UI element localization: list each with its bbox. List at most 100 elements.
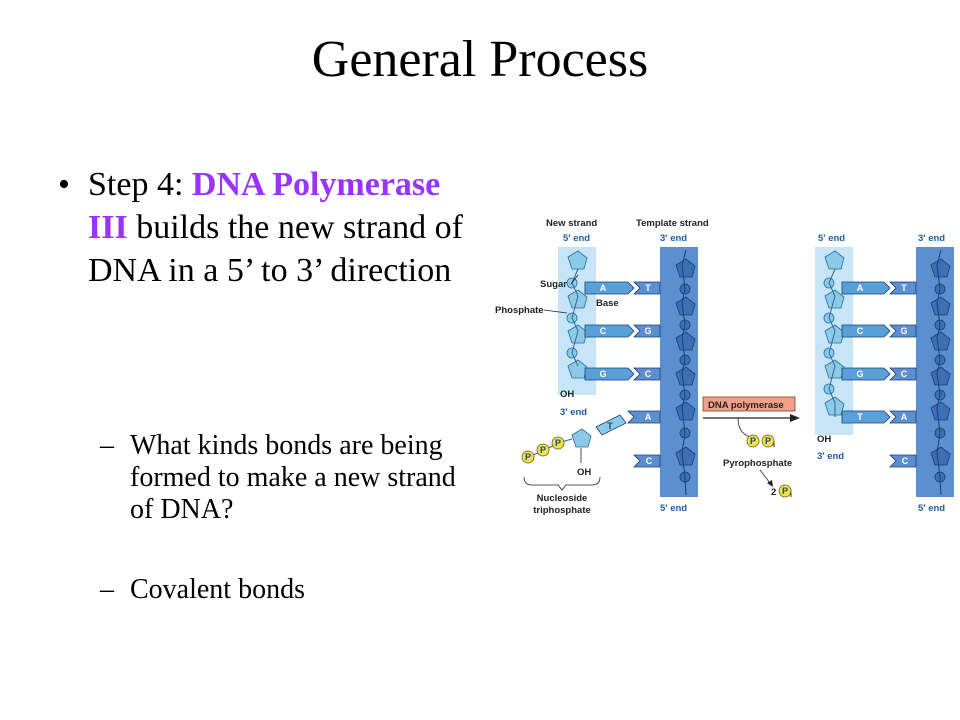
label-3-end-new-right: 3′ end: [817, 451, 844, 462]
pyrophosphate-p: [746, 434, 760, 448]
template-backbone-line: [936, 249, 942, 496]
subpoint-answer: – Covalent bonds: [100, 574, 480, 606]
dna-polymerase-diagram: New strand Template strand 5′ end 3′ end…: [495, 218, 954, 516]
base-block: [889, 324, 917, 338]
sugar-pentagon: [567, 250, 588, 270]
template-sugar: [930, 331, 951, 351]
base-letter: C: [600, 326, 607, 336]
base-letter: T: [901, 283, 907, 293]
phosphate-p: [536, 443, 550, 457]
template-sugar: [675, 296, 696, 316]
base-block: [841, 281, 891, 295]
base-letter: C: [902, 456, 909, 466]
base-letter: C: [901, 369, 908, 379]
phosphate-pointer: [543, 309, 568, 314]
template-sugar: [930, 296, 951, 316]
template-sugar: [930, 366, 951, 386]
dna-polymerase-box: [702, 396, 796, 412]
slide-title: General Process: [311, 31, 649, 88]
template-sugar: [675, 401, 696, 421]
right-new-strand-units: [823, 250, 845, 417]
label-new-strand: New strand: [546, 218, 597, 229]
step-text: Step 4: DNA Polymerase III builds the ne…: [88, 163, 478, 292]
phosphate-p: [551, 436, 565, 450]
base-letter: A: [857, 283, 864, 293]
template-sugar: [930, 258, 951, 278]
base-letter: C: [645, 369, 652, 379]
arrowhead: [790, 414, 800, 422]
p-letter: P: [750, 436, 756, 446]
pyrophosphate-p: [761, 434, 775, 448]
base-letter: C: [646, 456, 653, 466]
base-block: [841, 367, 891, 381]
nucleoside-triphosphate: OH P P P Nucleoside triphosphate: [521, 428, 601, 516]
template-sugar: [930, 401, 951, 421]
label-5-end-right: 5′ end: [818, 233, 845, 244]
base-block: [633, 324, 661, 338]
p-letter: P: [525, 452, 531, 462]
label-pyrophosphate: Pyrophosphate: [723, 458, 792, 469]
template-base-extra-right: [889, 454, 917, 468]
template-sugar: [675, 446, 696, 466]
base-letter: C: [857, 326, 864, 336]
right-base-pair-3: G C: [841, 367, 917, 381]
base-block: [633, 281, 661, 295]
label-3-end-left: 3′ end: [660, 233, 687, 244]
template-sugar: [930, 446, 951, 466]
label-oh-left: OH: [560, 389, 574, 400]
incoming-base-pair: A T: [595, 410, 661, 436]
base-letter: A: [645, 412, 652, 422]
label-3-end-new: 3′ end: [560, 407, 587, 418]
label-5-end-left: 5′ end: [563, 233, 590, 244]
base-letter: G: [599, 369, 606, 379]
label-two: 2: [771, 487, 776, 498]
label-template-strand: Template strand: [636, 218, 709, 229]
left-template-units: [675, 249, 696, 496]
subpoint-question: – What kinds bonds are being formed to m…: [100, 430, 480, 526]
p-letter: P: [782, 486, 788, 496]
dash: –: [100, 574, 114, 605]
brace: [523, 476, 601, 491]
template-sugar: [675, 331, 696, 351]
right-base-pair-1: A T: [841, 281, 917, 295]
left-base-pair-2: C G: [584, 324, 661, 338]
sugar-pentagon: [571, 428, 592, 448]
base-letter: T: [857, 412, 863, 422]
sugar-pointer: [570, 274, 579, 285]
base-letter: T: [645, 283, 651, 293]
label-nucleoside: Nucleoside: [537, 493, 588, 504]
label-5-end-template-left: 5′ end: [660, 503, 687, 514]
right-base-pair-4: T A: [841, 410, 917, 424]
right-base-pair-2: C G: [841, 324, 917, 338]
label-5-end-template-right: 5′ end: [918, 503, 945, 514]
template-base-extra-left: [633, 454, 661, 468]
pyrophosphate-branch: [737, 417, 751, 438]
base-letter: A: [600, 283, 607, 293]
template-sugar: [675, 258, 696, 278]
base-block: [841, 324, 891, 338]
label-triphosphate: triphosphate: [533, 505, 591, 516]
base-block: [584, 367, 635, 381]
incoming-base: [595, 414, 627, 436]
label-sugar: Sugar: [540, 279, 567, 290]
subpoint-text: What kinds bonds are being formed to mak…: [130, 430, 456, 525]
step-suffix: builds the new strand of DNA in a 5’ to …: [88, 209, 463, 289]
label-phosphate: Phosphate: [495, 305, 544, 316]
dash: –: [100, 430, 114, 461]
left-base-pair-1: A T: [584, 281, 661, 295]
inorganic-phosphate: [778, 484, 792, 498]
label-base: Base: [596, 298, 619, 309]
sugar-pentagon: [824, 250, 845, 270]
template-sugar: [675, 366, 696, 386]
base-block: [584, 324, 635, 338]
base-letter: G: [856, 369, 863, 379]
p-letter: P: [555, 438, 561, 448]
enzyme-highlight: DNA Polymerase III: [88, 166, 441, 246]
label-dna-polymerase: DNA polymerase: [708, 400, 784, 411]
base-letter: G: [900, 326, 907, 336]
subscript-i: i: [773, 442, 775, 449]
base-block: [841, 410, 891, 424]
label-oh-right: OH: [817, 434, 831, 445]
p-letter: P: [540, 445, 546, 455]
left-base-pair-3: G C: [584, 367, 661, 381]
